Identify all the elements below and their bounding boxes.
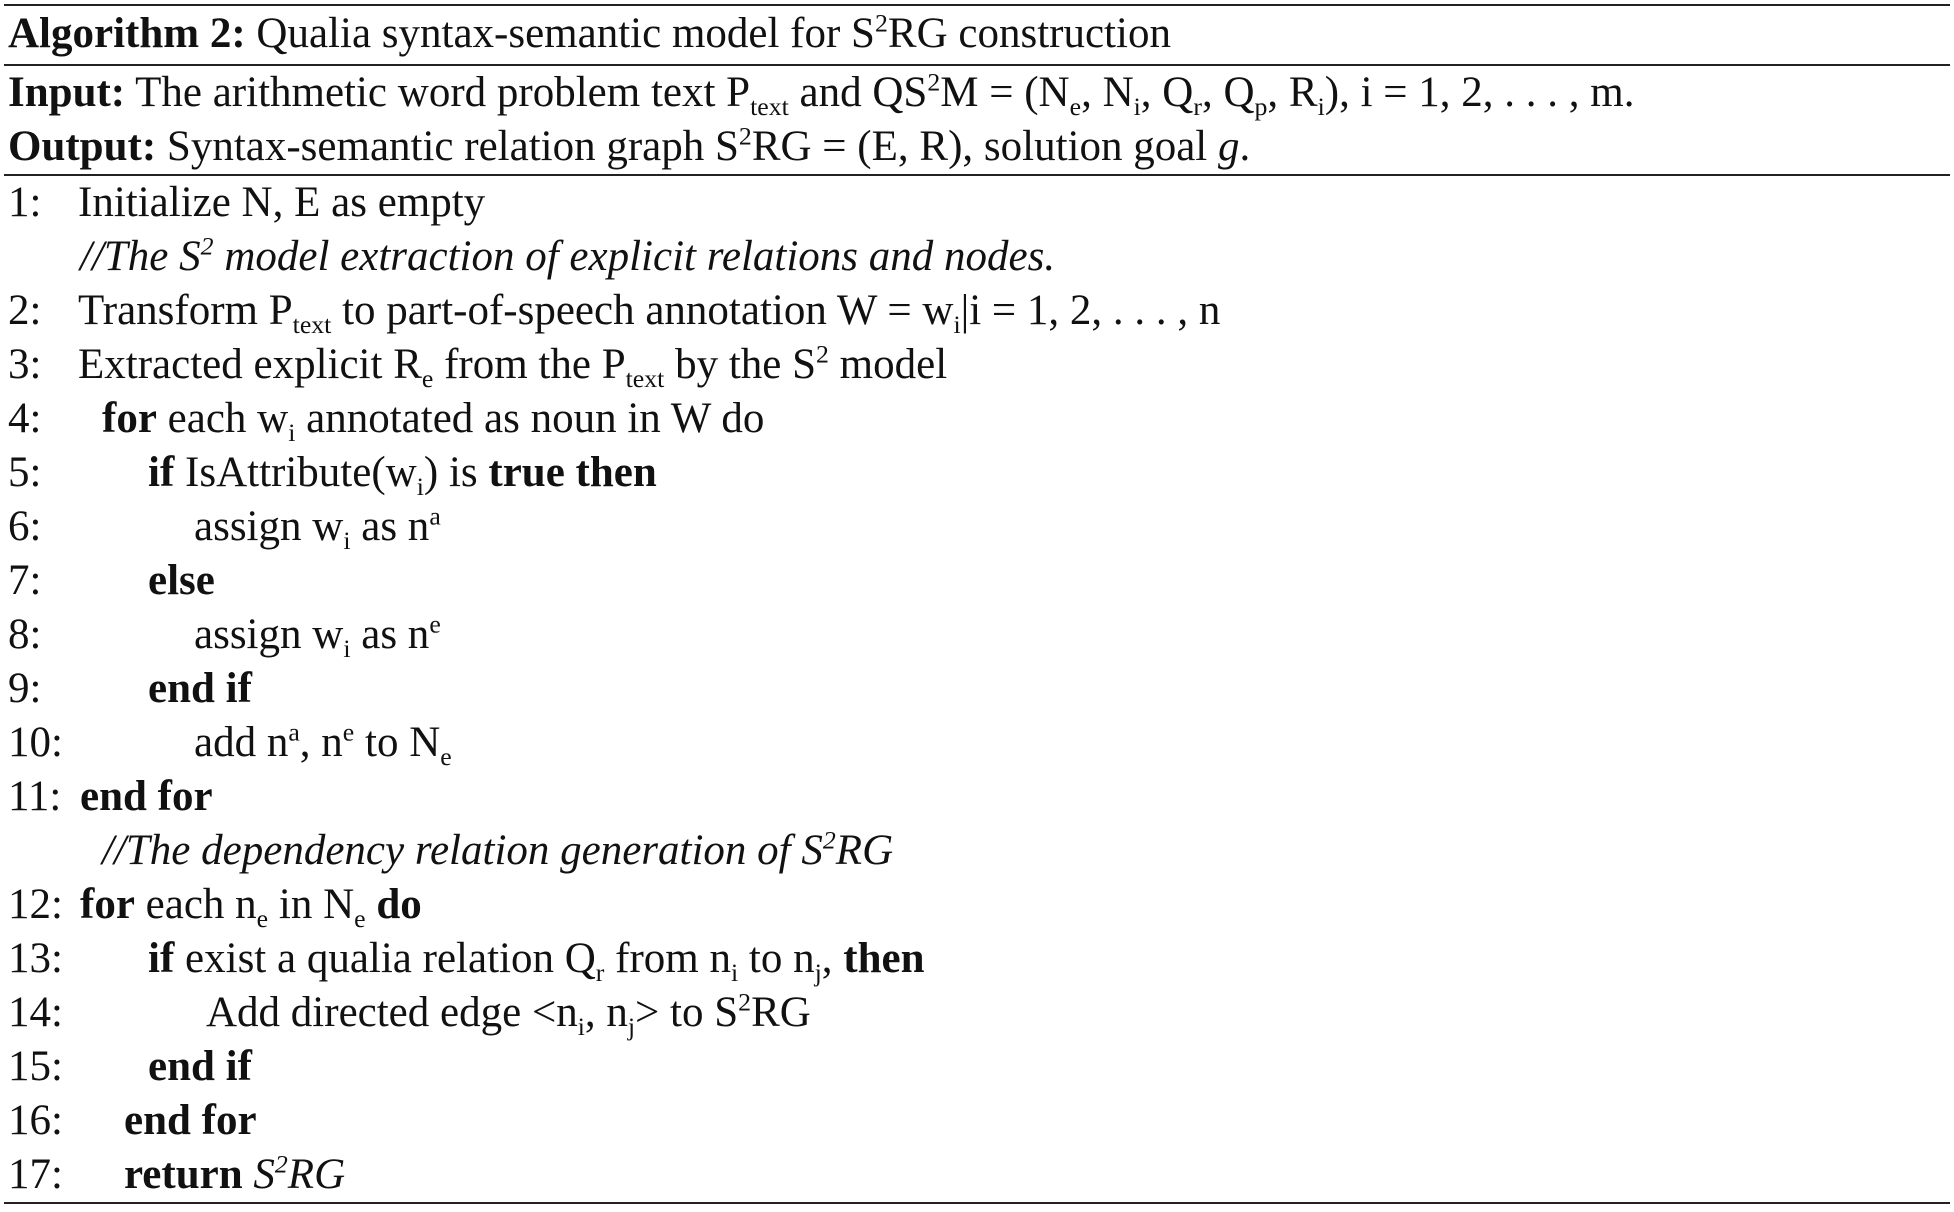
line-text: Transform Ptext to part-of-speech annota… <box>78 287 1221 340</box>
line-number: 17: <box>8 1151 63 1198</box>
algo-line-2: 2: Transform Ptext to part-of-speech ann… <box>8 284 1950 338</box>
algo-line-16: 16: end for <box>8 1094 1950 1148</box>
line-text: if exist a qualia relation Qr from ni to… <box>148 935 925 988</box>
line-text: else <box>148 557 215 604</box>
line-number: 10: <box>8 719 63 766</box>
line-number: 15: <box>8 1043 63 1090</box>
algo-line-11: 11: end for <box>8 770 1950 824</box>
line-text: Add directed edge <ni, nj> to S2RG <box>206 987 811 1042</box>
algo-line-14: 14: Add directed edge <ni, nj> to S2RG <box>8 986 1950 1040</box>
bottom-rule <box>4 1202 1950 1204</box>
algo-line-1: 1: Initialize N, E as empty <box>8 176 1950 230</box>
comment-text: //The S2 model extraction of explicit re… <box>80 231 1056 280</box>
line-number: 3: <box>8 341 42 388</box>
output-line: Output: Syntax-semantic relation graph S… <box>8 121 1251 170</box>
algo-comment-1: //The S2 model extraction of explicit re… <box>8 230 1950 284</box>
line-text: end if <box>148 665 252 712</box>
algo-line-17: 17: return S2RG <box>8 1148 1950 1202</box>
line-text: end for <box>124 1097 257 1144</box>
line-text: end for <box>80 773 213 820</box>
line-number: 8: <box>8 611 42 658</box>
line-text: for each ne in Ne do <box>80 881 422 934</box>
algo-line-15: 15: end if <box>8 1040 1950 1094</box>
line-text: add na, ne to Ne <box>194 717 452 772</box>
line-number: 1: <box>8 179 42 226</box>
line-number: 12: <box>8 881 63 928</box>
algo-line-4: 4: for each wi annotated as noun in W do <box>8 392 1950 446</box>
io-section: Input: The arithmetic word problem text … <box>4 66 1950 174</box>
line-number: 14: <box>8 989 63 1036</box>
algo-line-3: 3: Extracted explicit Re from the Ptext … <box>8 338 1950 392</box>
top-rule <box>4 4 1950 6</box>
line-text: return S2RG <box>124 1149 346 1198</box>
caption-label: Algorithm 2: <box>8 10 246 57</box>
line-number: 2: <box>8 287 42 334</box>
algo-line-12: 12: for each ne in Ne do <box>8 878 1950 932</box>
line-text: assign wi as ne <box>194 609 441 664</box>
caption-rule <box>4 64 1950 66</box>
input-label: Input: <box>8 69 126 116</box>
algo-line-10: 10: add na, ne to Ne <box>8 716 1950 770</box>
line-number: 13: <box>8 935 63 982</box>
line-number: 6: <box>8 503 42 550</box>
algo-comment-2: //The dependency relation generation of … <box>8 824 1950 878</box>
line-number: 4: <box>8 395 42 442</box>
line-text: assign wi as na <box>194 501 441 556</box>
line-number: 11: <box>8 773 62 820</box>
line-text: for each wi annotated as noun in W do <box>102 395 765 448</box>
input-line: Input: The arithmetic word problem text … <box>8 67 1635 122</box>
algo-line-13: 13: if exist a qualia relation Qr from n… <box>8 932 1950 986</box>
output-label: Output: <box>8 123 157 170</box>
algorithm-body: 1: Initialize N, E as empty //The S2 mod… <box>4 176 1950 1202</box>
line-text: Extracted explicit Re from the Ptext by … <box>78 339 948 394</box>
line-number: 9: <box>8 665 42 712</box>
algo-line-6: 6: assign wi as na <box>8 500 1950 554</box>
algo-line-8: 8: assign wi as ne <box>8 608 1950 662</box>
algo-line-7: 7: else <box>8 554 1950 608</box>
algorithm-block: Algorithm 2: Qualia syntax-semantic mode… <box>0 4 1954 1212</box>
caption-title: Qualia syntax-semantic model for S2RG co… <box>256 8 1171 57</box>
line-text: if IsAttribute(wi) is true then <box>148 449 657 502</box>
line-number: 7: <box>8 557 42 604</box>
line-number: 16: <box>8 1097 63 1144</box>
algo-line-5: 5: if IsAttribute(wi) is true then <box>8 446 1950 500</box>
comment-text: //The dependency relation generation of … <box>102 825 894 874</box>
line-text: end if <box>148 1043 252 1090</box>
algo-line-9: 9: end if <box>8 662 1950 716</box>
algorithm-caption: Algorithm 2: Qualia syntax-semantic mode… <box>4 6 1950 64</box>
line-text: Initialize N, E as empty <box>78 179 486 226</box>
line-number: 5: <box>8 449 42 496</box>
io-rule <box>4 174 1950 176</box>
